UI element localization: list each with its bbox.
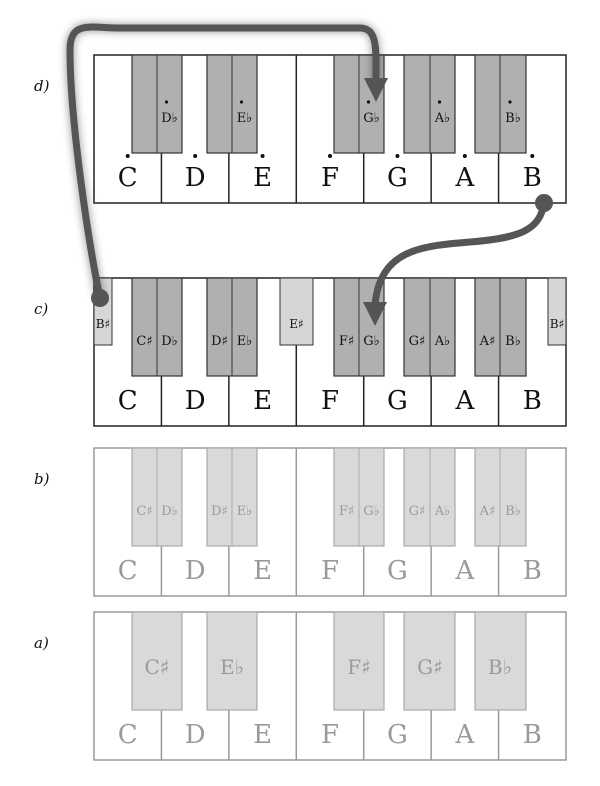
enharmonic-key [279,277,314,346]
octave-dot [239,100,244,104]
arrowhead-icon [363,302,387,326]
arrow-c-to-d [66,23,380,299]
white-key-label: C [118,386,138,416]
arrowhead-icon [364,78,388,102]
panel-label: b) [34,470,50,488]
black-key-label: G♭ [363,504,380,519]
black-key-label: D♭ [161,334,178,349]
black-key [474,611,527,711]
white-key-label: F [321,720,339,750]
white-key-label: G [387,163,408,193]
black-key-label: B♭ [488,655,512,679]
white-key-label: C [118,556,138,586]
black-key-label: D♯ [211,334,228,349]
black-key-label: D♭ [161,111,178,126]
black-key-label: F♯ [347,655,371,679]
black-key-label: E♭ [237,334,253,349]
black-key-label: A♭ [434,334,451,349]
white-key-label: A [454,720,475,750]
white-key-label: A [454,163,475,193]
white-key-label: C [118,163,138,193]
enharmonic-key-label: B♯ [550,317,565,331]
white-key-label: E [253,386,272,416]
octave-dot [508,100,512,104]
black-key [131,611,183,711]
black-key-label: A♭ [434,111,451,126]
white-key-label: B [523,163,542,193]
octave-dot [462,154,467,158]
black-key-label: C♯ [136,504,152,519]
keyboard-panel-b: b) C D E F G A B C♯ D♭ D♯ E♭ F♯ G♭ G♯ A♭ A♯ B♭ [34,447,567,597]
white-key-label: B [523,556,542,586]
white-key-label: B [523,720,542,750]
black-key-label: B♭ [505,111,521,126]
white-key-label: C [118,720,138,750]
arrow-d-to-c [371,202,548,306]
white-key-label: A [454,556,475,586]
white-key-label: G [387,556,408,586]
white-key-label: D [185,720,206,750]
white-key-label: F [321,386,339,416]
transposition-arrows [65,22,553,326]
white-key-label: D [185,556,206,586]
panel-label: a) [34,634,49,652]
white-key-label: D [185,386,206,416]
enharmonic-key [547,277,567,346]
octave-dot [193,154,198,158]
black-key-label: C♯ [145,655,170,679]
octave-dot [125,154,130,158]
black-key-label: C♯ [136,334,152,349]
keyboard-panel-d: d) C D E F G A B D♭ E♭ G♭ A♭ B♭ [34,54,567,204]
arrow-start-dot [535,194,553,212]
black-key-label: A♯ [479,504,496,519]
black-key-label: D♭ [161,504,178,519]
black-key-label: G♯ [409,504,426,519]
white-key-label: G [387,720,408,750]
keyboard-panel-a: a) C D E F G A B C♯ E♭ F♯ G♯ B♭ [34,611,567,761]
white-key-label: A [454,386,475,416]
black-key-label: E♭ [237,504,253,519]
black-key [333,611,385,711]
white-key-label: G [387,386,408,416]
white-key-label: B [523,386,542,416]
black-key-label: G♯ [417,655,443,679]
white-key-label: E [253,163,272,193]
black-key-label: G♭ [363,334,380,349]
panel-label: d) [34,77,50,95]
octave-dot [366,100,371,104]
octave-dot [530,154,535,158]
black-key-label: D♯ [211,504,228,519]
octave-dot [328,154,332,158]
octave-dot [164,100,169,104]
black-key-label: G♯ [409,334,426,349]
white-key-label: D [185,163,206,193]
white-key-label: F [321,163,339,193]
black-key-label: B♭ [505,334,521,349]
white-key-label: E [253,556,272,586]
octave-dot [260,154,265,158]
black-key-label: F♯ [339,334,354,349]
black-key-label: E♭ [237,111,253,126]
enharmonic-key-label: E♯ [289,317,304,331]
enharmonic-key-label: B♯ [96,317,111,331]
black-key-label: F♯ [339,504,354,519]
octave-dot [437,100,442,104]
black-key [403,611,456,711]
black-key-label: E♭ [220,655,244,679]
black-key-label: G♭ [363,111,380,126]
black-key [206,611,258,711]
panel-label: c) [34,300,48,318]
black-key-label: A♭ [434,504,451,519]
black-key-label: B♭ [505,504,521,519]
octave-dot [395,154,400,158]
keyboard-panel-c: c) C D E F G A B B♯ E♯ B♯ C♯ D♭ D♯ E♭ F♯ G♭ G♯ A♭ A♯ B♭ [34,277,567,427]
black-key-label: A♯ [479,334,496,349]
arrow-start-dot [91,289,109,307]
white-key-label: E [253,720,272,750]
white-key-label: F [321,556,339,586]
